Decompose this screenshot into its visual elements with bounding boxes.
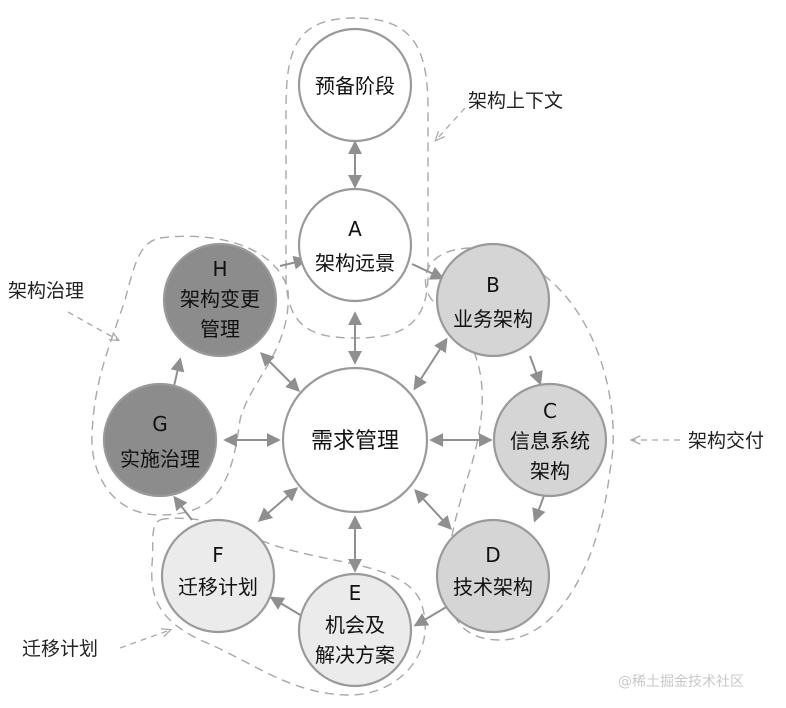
arrow-b-c	[529, 355, 543, 386]
phase-f-label: 迁移计划	[178, 575, 258, 599]
phase-a-circle	[297, 187, 413, 303]
prelim-circle	[297, 27, 413, 143]
context-group-label: 架构上下文	[468, 90, 563, 112]
governance-group-label: 架构治理	[8, 280, 84, 302]
phase-d-circle	[435, 518, 551, 634]
phase-g-circle	[102, 382, 218, 498]
arrow-e-f	[269, 596, 303, 617]
delivery-group-label: 架构交付	[688, 430, 764, 452]
prelim-label: 预备阶段	[315, 74, 395, 98]
governance-annotation-arrow	[67, 311, 118, 340]
migration-group-outline	[151, 517, 426, 696]
phase-b-letter: B	[486, 273, 500, 297]
phase-e-label-line2: 解决方案	[315, 643, 395, 667]
phase-d-label: 技术架构	[453, 575, 533, 599]
phase-c-label-line2: 架构	[530, 459, 570, 483]
phase-b-label: 业务架构	[453, 307, 533, 331]
phase-c-circle	[492, 382, 608, 498]
arrow-g-h	[170, 357, 185, 387]
phase-e-circle	[297, 572, 413, 688]
phase-f-letter: F	[212, 543, 224, 567]
phase-g-letter: G	[152, 412, 168, 436]
phase-c-label-line1: 信息系统	[510, 429, 590, 453]
migration-annotation-arrow	[119, 630, 170, 649]
phase-c-letter: C	[543, 399, 557, 423]
context-annotation-arrow	[436, 107, 466, 140]
delivery-group-outline	[424, 247, 614, 641]
phase-a-letter: A	[348, 217, 362, 241]
phase-b-circle	[435, 242, 551, 358]
arrow-center-d	[414, 488, 452, 531]
phase-e-letter: E	[349, 581, 362, 605]
arrow-center-h	[260, 352, 300, 392]
center-circle	[281, 366, 429, 514]
phase-d-letter: D	[485, 543, 500, 567]
phase-h-label-line1: 架构变更	[180, 287, 260, 311]
phase-h-letter: H	[212, 257, 227, 281]
center-label: 需求管理	[311, 429, 399, 454]
phase-a-label: 架构远景	[315, 251, 395, 275]
phase-g-label: 实施治理	[120, 447, 200, 471]
phase-h-label-line2: 管理	[200, 317, 240, 341]
arrow-d-e	[413, 605, 449, 627]
phase-f-circle	[160, 518, 276, 634]
arrow-center-b	[413, 337, 448, 391]
arrow-center-f	[257, 487, 299, 522]
phase-h-circle	[162, 242, 278, 358]
arrow-a-b	[411, 263, 445, 280]
governance-group-outline	[91, 235, 289, 516]
phase-e-label-line1: 机会及	[325, 613, 385, 637]
watermark: @稀土掘金技术社区	[618, 674, 744, 690]
migration-group-label: 迁移计划	[22, 638, 98, 660]
arrow-f-g	[173, 495, 193, 521]
arrow-c-d	[532, 492, 546, 523]
